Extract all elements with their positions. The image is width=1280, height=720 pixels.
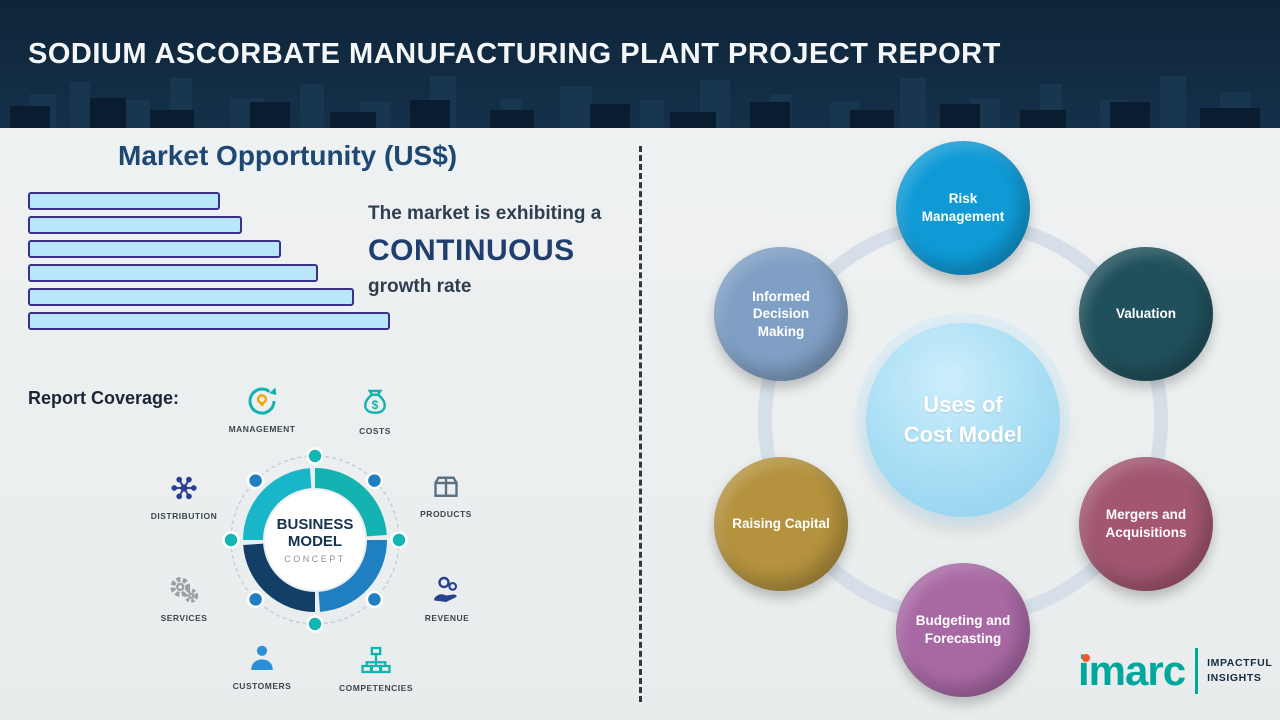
- bm-item-label: CUSTOMERS: [232, 681, 292, 691]
- node-label: Raising Capital: [732, 516, 830, 532]
- imarc-logo: imarc IMPACTFUL INSIGHTS: [1078, 648, 1272, 694]
- logo-tagline: IMPACTFUL INSIGHTS: [1207, 656, 1272, 685]
- bar-chart: [28, 192, 390, 336]
- cost-model-node-valuation: Valuation: [1079, 247, 1213, 381]
- cost-model-node-risk-management: Risk Management: [896, 141, 1030, 275]
- bm-item-label: REVENUE: [424, 613, 470, 623]
- bar: [28, 216, 242, 234]
- network-icon: [171, 476, 197, 500]
- brand-i-dot: [1082, 654, 1090, 662]
- bm-item-services: SERVICES: [129, 572, 239, 623]
- report-coverage-label: Report Coverage:: [28, 388, 180, 408]
- bm-item-label: COSTS: [359, 426, 391, 436]
- brand-wordmark: imarc: [1078, 647, 1186, 694]
- page-title: SODIUM ASCORBATE MANUFACTURING PLANT PRO…: [28, 38, 1001, 70]
- node-label: Informed Decision Making: [752, 288, 810, 339]
- bm-item-label: PRODUCTS: [420, 509, 472, 519]
- bar: [28, 288, 354, 306]
- bm-item-competencies: COMPETENCIES: [321, 642, 431, 693]
- cost-model-center: Uses of Cost Model: [866, 323, 1060, 517]
- cost-model-node-mergers-acquisitions: Mergers and Acquisitions: [1079, 457, 1213, 591]
- business-model-center-label: BUSINESS MODEL CONCEPT: [215, 440, 415, 640]
- brand-text: imarc: [1078, 647, 1186, 694]
- market-opportunity-title: Market Opportunity (US$): [118, 140, 458, 171]
- tagline-line2: INSIGHTS: [1207, 672, 1262, 684]
- tagline-line1: IMPACTFUL: [1207, 657, 1273, 670]
- bm-item-management: MANAGEMENT: [207, 383, 317, 434]
- bm-item-costs: $ COSTS: [320, 385, 430, 436]
- bm-center-line2: MODEL: [287, 533, 343, 550]
- bm-item-label: MANAGEMENT: [228, 424, 296, 434]
- bar: [28, 312, 390, 330]
- city-skyline-graphic: [10, 76, 1260, 128]
- cost-model-node-budgeting-forecasting: Budgeting and Forecasting: [896, 563, 1030, 697]
- bm-center-line3: CONCEPT: [284, 554, 346, 565]
- logo-divider-bar: [1195, 648, 1199, 694]
- cost-model-node-informed-decision-making: Informed Decision Making: [714, 247, 848, 381]
- business-model-ring: [222, 447, 408, 633]
- bm-item-customers: CUSTOMERS: [207, 640, 317, 691]
- bm-item-revenue: REVENUE: [392, 572, 502, 623]
- growth-line-2: growth rate: [368, 276, 472, 297]
- growth-line-1: The market is exhibiting a: [368, 203, 602, 224]
- person-icon: [251, 645, 273, 670]
- gears-icon: [170, 577, 199, 603]
- bm-item-distribution: DISTRIBUTION: [129, 470, 239, 521]
- node-label: Mergers and Acquisitions: [1105, 507, 1187, 540]
- bar: [28, 264, 318, 282]
- cost-model-center-line1: Uses of: [923, 392, 1003, 418]
- bm-item-label: DISTRIBUTION: [150, 511, 218, 521]
- money-bag-icon: $: [364, 389, 386, 414]
- node-label: Risk Management: [921, 191, 1005, 224]
- header-banner: SODIUM ASCORBATE MANUFACTURING PLANT PRO…: [0, 0, 1280, 128]
- business-model-diagram: BUSINESS MODEL CONCEPT: [215, 440, 415, 640]
- bm-item-label: SERVICES: [160, 613, 208, 623]
- cost-model-center-line2: Cost Model: [903, 422, 1023, 447]
- growth-emphasis: CONTINUOUS: [368, 234, 575, 267]
- org-chart-icon: [361, 646, 391, 674]
- bm-item-label: COMPETENCIES: [338, 683, 413, 693]
- bm-center-line1: BUSINESS: [276, 515, 354, 533]
- cost-model-node-raising-capital: Raising Capital: [714, 457, 848, 591]
- node-label: Valuation: [1115, 306, 1176, 322]
- box-icon: [434, 476, 458, 497]
- growth-statement: The market is exhibiting a CONTINUOUS gr…: [368, 203, 648, 298]
- bm-item-products: PRODUCTS: [391, 468, 501, 519]
- bar: [28, 192, 220, 210]
- svg-text:$: $: [372, 398, 379, 412]
- node-label: Budgeting and Forecasting: [915, 613, 1011, 646]
- hand-coin-icon: [434, 576, 458, 602]
- recycle-idea-icon: [248, 387, 277, 415]
- bar: [28, 240, 282, 258]
- dashed-divider: [639, 146, 642, 702]
